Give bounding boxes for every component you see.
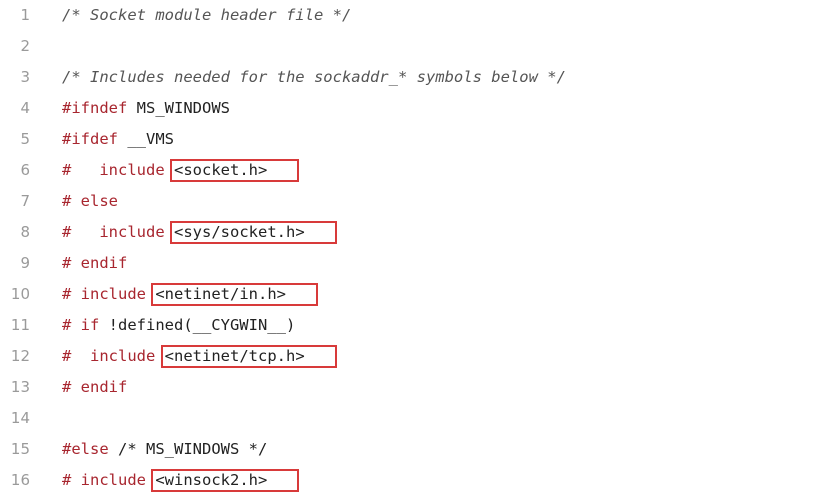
code-text: !defined(__CYGWIN__): [99, 316, 296, 334]
preprocessor-directive: # endif: [62, 254, 128, 272]
preprocessor-directive: # include: [62, 347, 156, 365]
highlighted-header-name: <netinet/in.h>: [151, 279, 318, 310]
line-number: 2: [20, 37, 30, 55]
line-content: #ifndef MS_WINDOWS: [62, 93, 230, 124]
line-number: 12: [10, 347, 30, 365]
line-number: 14: [10, 409, 30, 427]
line-number: 8: [20, 223, 30, 241]
line-number: 10: [10, 285, 30, 303]
line-number: 15: [10, 440, 30, 458]
preprocessor-directive: # else: [62, 192, 118, 210]
code-line: 15 #else /* MS_WINDOWS */: [0, 434, 815, 465]
highlighted-header-name: <sys/socket.h>: [170, 217, 337, 248]
code-text: MS_WINDOWS: [127, 99, 230, 117]
code-line: 5 #ifdef __VMS: [0, 124, 815, 155]
code-line: 3 /* Includes needed for the sockaddr_* s…: [0, 62, 815, 93]
line-content: /* Socket module header file */: [62, 0, 351, 31]
preprocessor-directive: #ifdef: [62, 130, 118, 148]
code-line: 4 #ifndef MS_WINDOWS: [0, 93, 815, 124]
line-number: 6: [20, 161, 30, 179]
code-line: 9 # endif: [0, 248, 815, 279]
line-content: #ifdef __VMS: [62, 124, 174, 155]
line-number: 11: [10, 316, 30, 334]
line-number: 5: [20, 130, 30, 148]
code-line: 16 # include <winsock2.h>: [0, 465, 815, 496]
line-number: 9: [20, 254, 30, 272]
line-content: /* Includes needed for the sockaddr_* sy…: [62, 62, 566, 93]
line-content: # include <winsock2.h>: [62, 465, 300, 496]
line-content: # include <socket.h>: [62, 155, 300, 186]
highlighted-header-name: <socket.h>: [169, 155, 300, 186]
code-line: 12 # include <netinet/tcp.h>: [0, 341, 815, 372]
code-line: 6 # include <socket.h>: [0, 155, 815, 186]
line-content: # endif: [62, 372, 127, 403]
line-number: 3: [20, 68, 30, 86]
line-content: # include <sys/socket.h>: [62, 217, 337, 248]
code-line: 13 # endif: [0, 372, 815, 403]
preprocessor-directive: # endif: [62, 378, 128, 396]
code-text: /* MS_WINDOWS */: [108, 440, 268, 458]
code-text: __VMS: [118, 130, 174, 148]
line-content: # if !defined(__CYGWIN__): [62, 310, 295, 341]
preprocessor-directive: # if: [62, 316, 100, 334]
line-number: 13: [10, 378, 30, 396]
code-line: 2: [0, 31, 815, 62]
code-comment: /* Includes needed for the sockaddr_* sy…: [62, 68, 566, 86]
line-number: 4: [20, 99, 30, 117]
line-content: # endif: [62, 248, 127, 279]
preprocessor-directive: # include: [62, 471, 146, 489]
preprocessor-directive: # include: [62, 161, 165, 179]
preprocessor-directive: #ifndef: [62, 99, 128, 117]
code-line: 1 /* Socket module header file */: [0, 0, 815, 31]
line-number: 7: [20, 192, 30, 210]
line-content: #else /* MS_WINDOWS */: [62, 434, 267, 465]
code-line: 10 # include <netinet/in.h>: [0, 279, 815, 310]
code-line: 14: [0, 403, 815, 434]
line-content: # else: [62, 186, 118, 217]
highlighted-header-name: <winsock2.h>: [151, 465, 300, 496]
code-line: 7 # else: [0, 186, 815, 217]
preprocessor-directive: # include: [62, 223, 165, 241]
code-line: 11 # if !defined(__CYGWIN__): [0, 310, 815, 341]
preprocessor-directive: # include: [62, 285, 146, 303]
highlighted-header-name: <netinet/tcp.h>: [160, 341, 337, 372]
line-number: 1: [20, 6, 30, 24]
line-number: 16: [10, 471, 30, 489]
preprocessor-directive: #else: [62, 440, 109, 458]
line-content: # include <netinet/tcp.h>: [62, 341, 337, 372]
line-content: # include <netinet/in.h>: [62, 279, 318, 310]
code-line: 8 # include <sys/socket.h>: [0, 217, 815, 248]
code-comment: /* Socket module header file */: [62, 6, 352, 24]
